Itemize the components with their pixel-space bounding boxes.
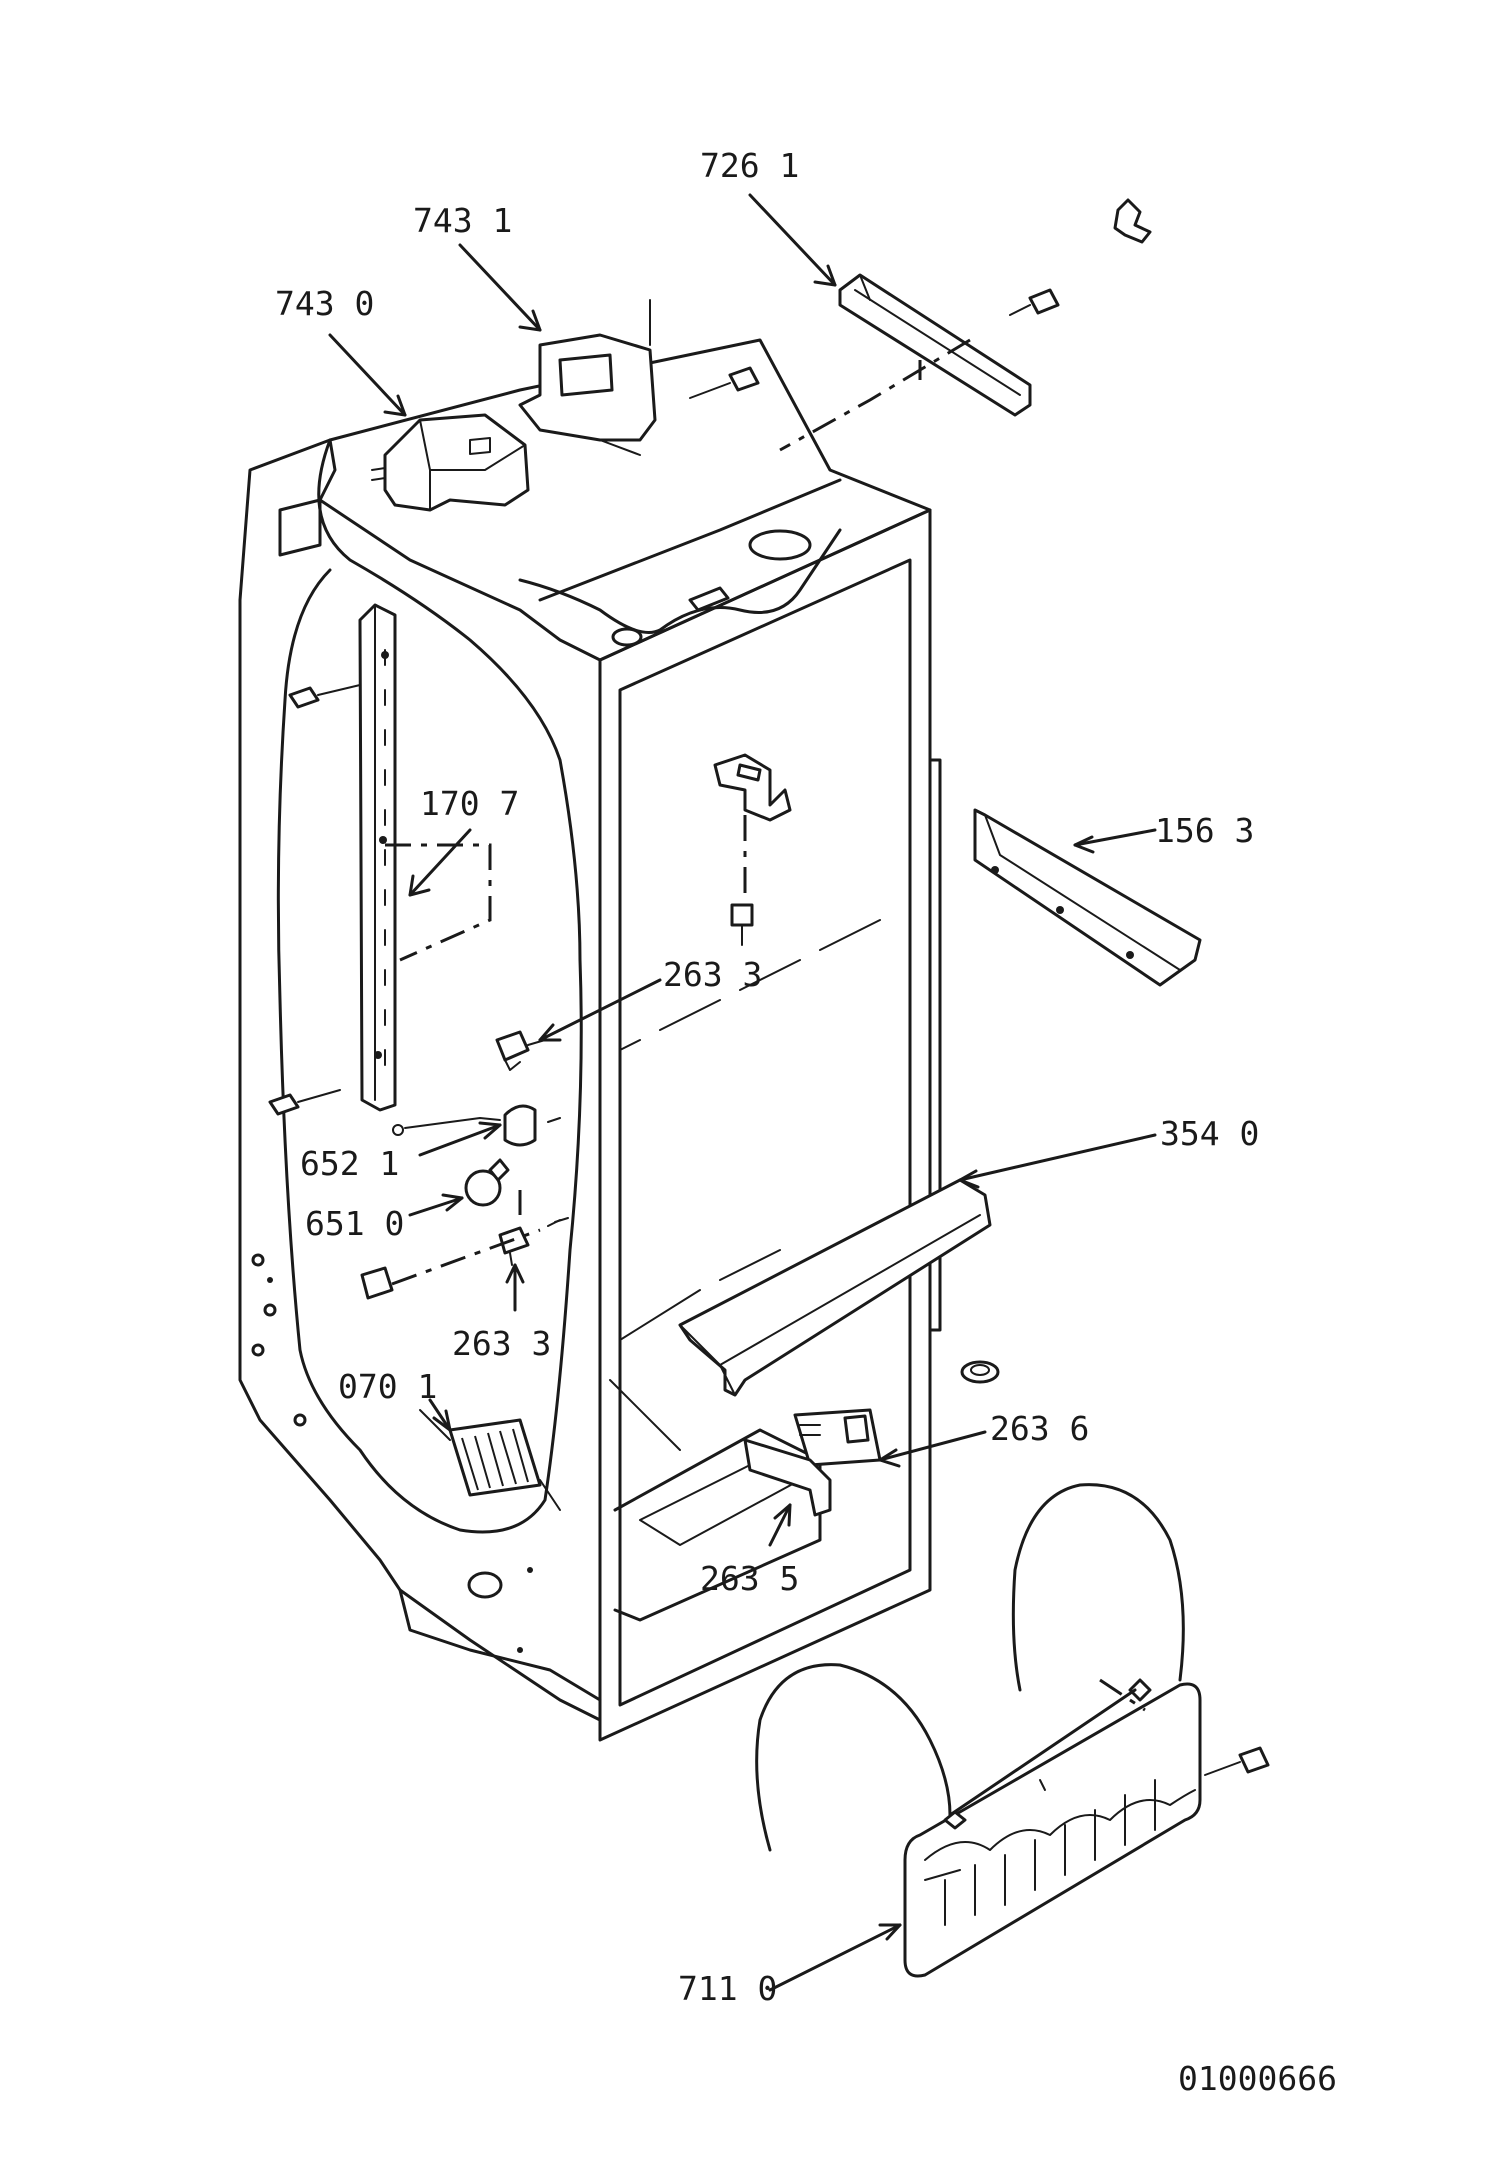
- callout-170-7: 170 7: [420, 784, 519, 823]
- leader-lines: [328, 193, 1157, 1992]
- callout-711-0: 711 0: [678, 1969, 777, 2008]
- callout-743-1: 743 1: [413, 201, 512, 240]
- heater-part: [755, 1483, 1270, 1978]
- callout-070-1: 070 1: [338, 1367, 437, 1406]
- grommet-part: [960, 1360, 1000, 1384]
- callout-156-3: 156 3: [1155, 811, 1254, 850]
- callout-743-0: 743 0: [275, 284, 374, 323]
- corner-symbol-icon: [1113, 198, 1152, 244]
- drawing-number: 01000666: [1178, 2059, 1337, 2098]
- light-assembly-parts: [360, 1030, 569, 1300]
- control-housing-part: [371, 413, 530, 512]
- callout-263-3-bottom: 263 3: [452, 1324, 551, 1363]
- callout-263-3-top: 263 3: [663, 955, 762, 994]
- callout-726-1: 726 1: [700, 146, 799, 185]
- floor-bracket-part: [743, 1438, 832, 1517]
- grille-part: [419, 1409, 561, 1511]
- channel-part: [973, 808, 1202, 987]
- callout-354-0: 354 0: [1160, 1114, 1259, 1153]
- callout-652-1: 652 1: [300, 1144, 399, 1183]
- callout-651-0: 651 0: [305, 1204, 404, 1243]
- top-rail-part: [779, 273, 1060, 452]
- callout-labels: 726 1 743 1 743 0 170 7 156 3 263 3 354 …: [275, 146, 1259, 2008]
- callout-263-6: 263 6: [990, 1409, 1089, 1448]
- vertical-rail-part: [268, 603, 492, 1116]
- cover-part: [678, 1178, 992, 1397]
- drain-bracket-part: [793, 1408, 882, 1467]
- callout-263-5: 263 5: [700, 1559, 799, 1598]
- control-bracket-part: [518, 299, 760, 456]
- refrigerator-cabinet: [238, 338, 942, 1742]
- inner-bracket-part: [713, 753, 792, 946]
